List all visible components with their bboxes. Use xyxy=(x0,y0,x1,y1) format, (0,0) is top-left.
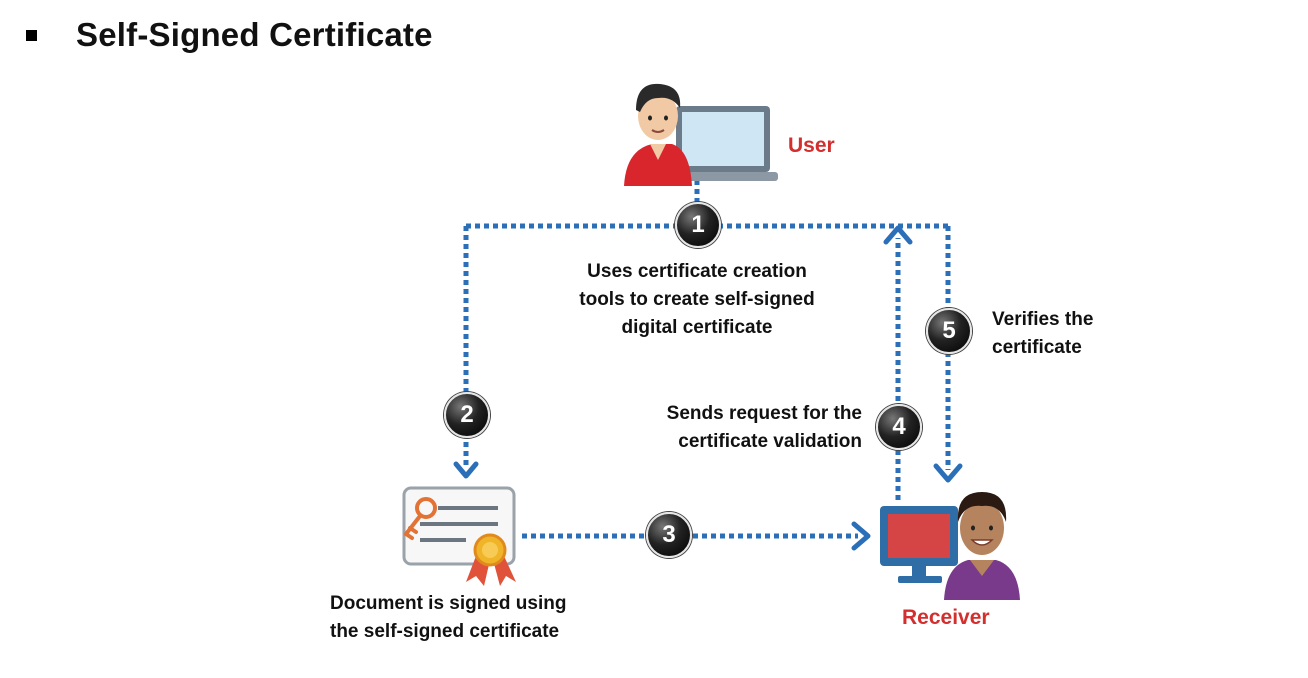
certificate-document-icon xyxy=(402,486,516,586)
step-3-text-line-1: Document is signed using xyxy=(330,593,567,614)
step-1-text: Uses certificate creation tools to creat… xyxy=(560,258,834,342)
receiver-with-monitor-icon xyxy=(880,492,1020,600)
step-5-text-line-2: certificate xyxy=(992,337,1082,358)
step-3-text: Document is signed using the self-signed… xyxy=(330,590,566,646)
user-label: User xyxy=(788,134,835,157)
step-1-badge: 1 xyxy=(675,202,721,248)
step-4-text-line-1: Sends request for the xyxy=(666,403,862,424)
user-with-laptop-icon xyxy=(624,83,778,186)
title-bullet xyxy=(26,30,37,41)
step-1-text-line-1: Uses certificate creation xyxy=(587,261,807,282)
step-5-text-line-1: Verifies the xyxy=(992,309,1094,330)
receiver-label: Receiver xyxy=(902,606,990,629)
step-5-badge: 5 xyxy=(926,308,972,354)
step-4-badge: 4 xyxy=(876,404,922,450)
arrowhead-right-to-receiver xyxy=(851,521,871,551)
step-4-text-line-2: certificate validation xyxy=(678,431,862,452)
arrowhead-down-to-cert xyxy=(453,461,479,479)
arrowhead-down-step5 xyxy=(933,463,963,483)
step-4-text: Sends request for the certificate valida… xyxy=(640,400,862,456)
step-1-text-line-2: tools to create self-signed xyxy=(579,289,815,310)
step-3-badge: 3 xyxy=(646,512,692,558)
step-3-text-line-2: the self-signed certificate xyxy=(330,621,560,642)
page-title: Self-Signed Certificate xyxy=(76,16,433,53)
arrowhead-up-step4 xyxy=(883,225,913,245)
step-2-badge: 2 xyxy=(444,392,490,438)
step-1-text-line-3: digital certificate xyxy=(621,317,773,338)
step-5-text: Verifies the certificate xyxy=(992,306,1093,362)
